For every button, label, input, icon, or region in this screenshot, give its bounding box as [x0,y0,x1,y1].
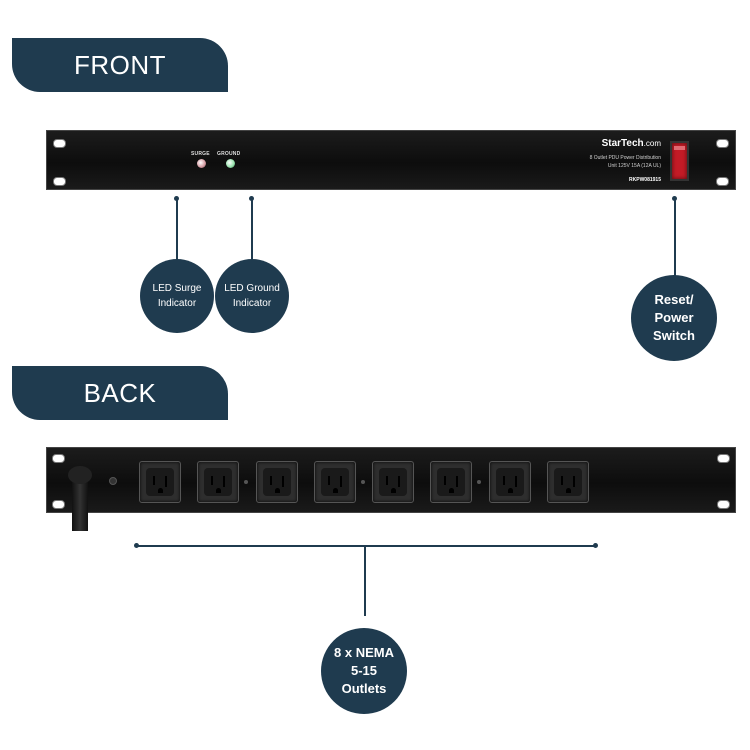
back-section-label: BACK [83,377,157,408]
nema-outlet [256,461,298,503]
model-number: RKPW081915 [629,177,661,183]
led-surge-label: SURGE [191,151,210,157]
front-section-tab: FRONT [12,38,228,92]
callout-outlets-text: 8 x NEMA 5-15 Outlets [334,645,394,696]
outlet-ground-slot [391,488,396,493]
mounting-hole [52,454,65,463]
connector-line-outlets [364,546,366,616]
back-section-tab: BACK [12,366,228,420]
brand-name: StarTech [601,138,644,149]
nema-outlet [139,461,181,503]
front-panel: SURGE GROUND StarTech.com 8 Outlet PDU P… [46,130,736,190]
outlet-face [437,468,465,496]
panel-screw [109,477,117,485]
outlet-blade-slot [328,476,330,485]
callout-led-ground-text: LED Ground Indicator [224,283,280,309]
outlet-face [554,468,582,496]
mounting-hole [52,500,65,509]
led-ground-indicator [226,159,235,168]
outlet-blade-slot [282,476,284,487]
outlet-ground-slot [508,488,513,493]
back-panel [46,447,736,513]
outlet-blade-slot [444,476,446,485]
outlet-blade-slot [456,476,458,487]
power-cord-strain-relief [68,466,92,484]
connector-dot [134,543,139,548]
nema-outlet [547,461,589,503]
reset-power-switch[interactable] [670,141,689,181]
spec-text: 8 Outlet PDU Power Distribution Unit 125… [541,154,661,170]
brand-logo: StarTech.com [602,138,661,149]
outlet-blade-slot [386,476,388,485]
connector-line-surge [176,198,178,264]
outlet-ground-slot [449,488,454,493]
callout-led-surge: LED Surge Indicator [140,259,214,333]
outlet-ground-slot [566,488,571,493]
nema-outlet [314,461,356,503]
callout-led-ground: LED Ground Indicator [215,259,289,333]
outlet-blade-slot [515,476,517,487]
outlet-blade-slot [503,476,505,485]
spec-line: Unit 125V 15A (12A UL) [607,163,661,169]
connector-line-switch [674,198,676,276]
nema-outlet [430,461,472,503]
nema-outlet [489,461,531,503]
outlet-blade-slot [398,476,400,487]
outlet-blade-slot [270,476,272,485]
outlet-blade-slot [153,476,155,485]
mounting-hole [53,177,66,186]
callout-reset-switch-text: Reset/ Power Switch [653,292,695,343]
outlet-ground-slot [333,488,338,493]
led-surge-indicator [197,159,206,168]
outlet-ground-slot [216,488,221,493]
mounting-hole [716,139,729,148]
outlets-bracket-line [137,545,595,547]
outlet-blade-slot [340,476,342,487]
front-section-label: FRONT [73,49,167,80]
outlet-face [146,468,174,496]
brand-suffix: .com [643,139,661,148]
outlet-screw [361,480,365,484]
outlet-face [496,468,524,496]
connector-line-ground [251,198,253,264]
outlet-face [263,468,291,496]
outlet-blade-slot [561,476,563,485]
callout-reset-switch: Reset/ Power Switch [631,275,717,361]
connector-dot [593,543,598,548]
mounting-hole [716,177,729,186]
outlet-face [321,468,349,496]
callout-outlets: 8 x NEMA 5-15 Outlets [321,628,407,714]
mounting-hole [717,500,730,509]
led-ground-label: GROUND [217,151,241,157]
outlet-face [379,468,407,496]
outlet-blade-slot [573,476,575,487]
nema-outlet [372,461,414,503]
outlet-blade-slot [211,476,213,485]
outlet-blade-slot [165,476,167,487]
callout-led-surge-text: LED Surge Indicator [152,283,202,309]
nema-outlet [197,461,239,503]
spec-line: 8 Outlet PDU Power Distribution [589,155,661,161]
outlet-blade-slot [223,476,225,487]
outlet-screw [244,480,248,484]
outlet-screw [477,480,481,484]
mounting-hole [53,139,66,148]
outlet-face [204,468,232,496]
outlet-ground-slot [158,488,163,493]
outlet-ground-slot [275,488,280,493]
mounting-hole [717,454,730,463]
